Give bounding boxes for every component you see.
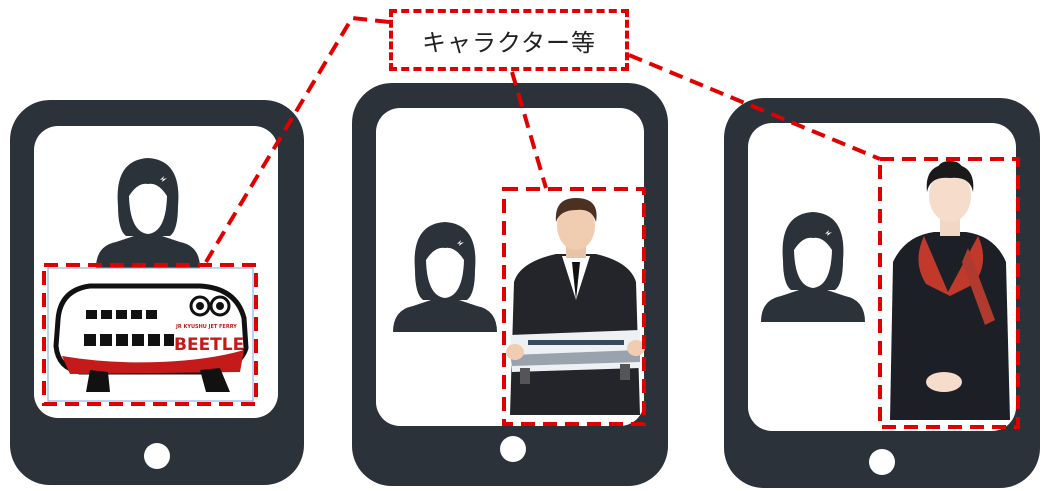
staff-photo-icon [890, 161, 1010, 420]
highlight-box-center [502, 187, 646, 426]
staff-photo-icon [506, 198, 645, 415]
connector-center [510, 71, 548, 189]
connector-left [204, 15, 390, 264]
highlight-box-right [878, 157, 1020, 429]
label-box: キャラクター等 [389, 9, 629, 71]
ferry-logo-text: BEETLE [174, 335, 244, 355]
connector-right [628, 53, 881, 161]
label-text: キャラクター等 [421, 28, 597, 57]
jet-ferry-character-icon: JR KYUSHU JET FERRY BEETLE [47, 267, 254, 402]
ferry-small-text: JR KYUSHU JET FERRY [175, 324, 237, 330]
